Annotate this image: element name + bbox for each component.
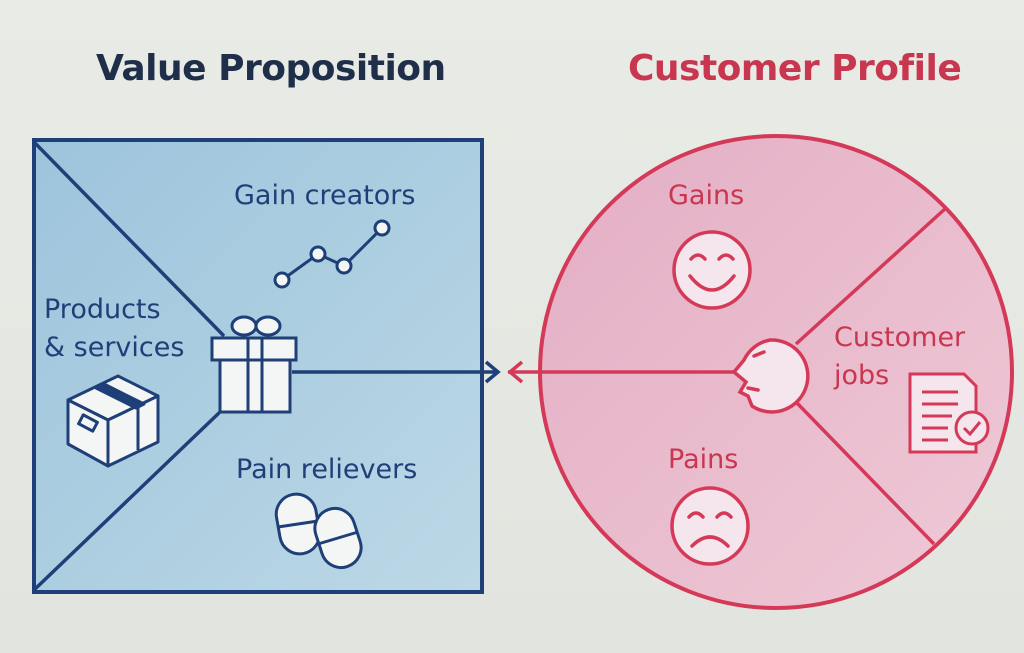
arrow-head-left-icon [507,360,524,384]
products-services-label-line2: & services [44,332,184,363]
diagonal-bottom-divider [32,410,222,592]
arrow-head-right-icon [484,360,501,384]
value-proposition-title: Value Proposition [96,48,446,89]
frown-icon [670,486,750,566]
value-proposition-square: Gain creators Products & services Pain r… [32,138,501,594]
customer-profile-title: Customer Profile [628,48,962,89]
diagonal-top-divider [32,140,226,338]
lower-right-divider [794,400,936,546]
customer-jobs-label-line1: Customer [834,322,966,353]
head-icon [731,338,810,414]
smile-icon [672,230,752,310]
customer-jobs-label-line2: jobs [833,360,889,391]
box-icon [66,374,160,468]
pains-label: Pains [668,444,738,475]
gift-icon [210,315,298,414]
gain-creators-label: Gain creators [234,180,415,211]
pain-relievers-label: Pain relievers [236,454,417,485]
pills-icon [274,492,363,570]
gains-label: Gains [668,180,744,211]
line-chart-icon [273,219,391,289]
document-check-icon [908,372,990,454]
customer-profile-circle: Gains Pains Customer jobs [507,134,1014,610]
products-services-label-line1: Products [44,294,161,325]
upper-right-divider [794,206,948,346]
